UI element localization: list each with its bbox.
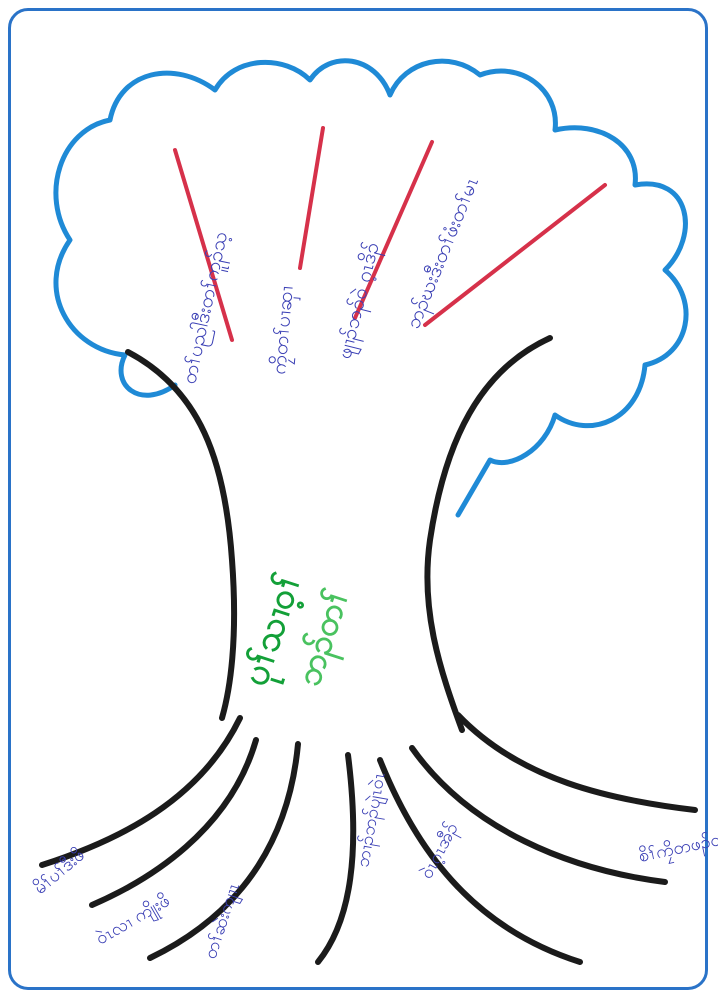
trunk-left <box>128 352 234 718</box>
root-1 <box>42 718 240 865</box>
branch-line-2 <box>300 128 323 268</box>
center-title: ပုၢ်သၢဝ့ၢ် ဘၣ်တၢ် <box>235 569 364 694</box>
root-label-1: မိၢ်ပၢ်ဒီးဖိ <box>30 844 89 899</box>
root-4 <box>318 755 353 962</box>
root-label-4: ဘၢၣ်ဘၣ်ပျဲၤဝဲၤ <box>352 770 392 869</box>
root-label-5: ဝဲၤဂ့ၤအီၣ် <box>416 819 466 884</box>
canopy-label-3: ဖျၢၣ်ဘၣ်ဝဲ ဂ့ၤဒိၣ် <box>332 240 388 363</box>
canopy-label-2: ကၠိတၢ်ပၢဆှၢ <box>266 285 302 376</box>
root-7 <box>458 715 695 810</box>
trunk-right <box>427 338 550 730</box>
root-2 <box>92 740 256 905</box>
canopy-label-group: တၢ်ပညါဒီးတၢ်ကူၣ်သ့ ကၠိတၢ်ပၢဆှၢ ဖျၢၣ်ဘၣ်ဝ… <box>176 173 486 387</box>
canopy-label-1: တၢ်ပညါဒီးတၢ်ကူၣ်သ့ <box>176 229 236 387</box>
root-label-6: စိၢ်ကၠိတဖၣ်တၢ်ပၢၤ <box>637 821 718 869</box>
root-5 <box>380 760 580 962</box>
